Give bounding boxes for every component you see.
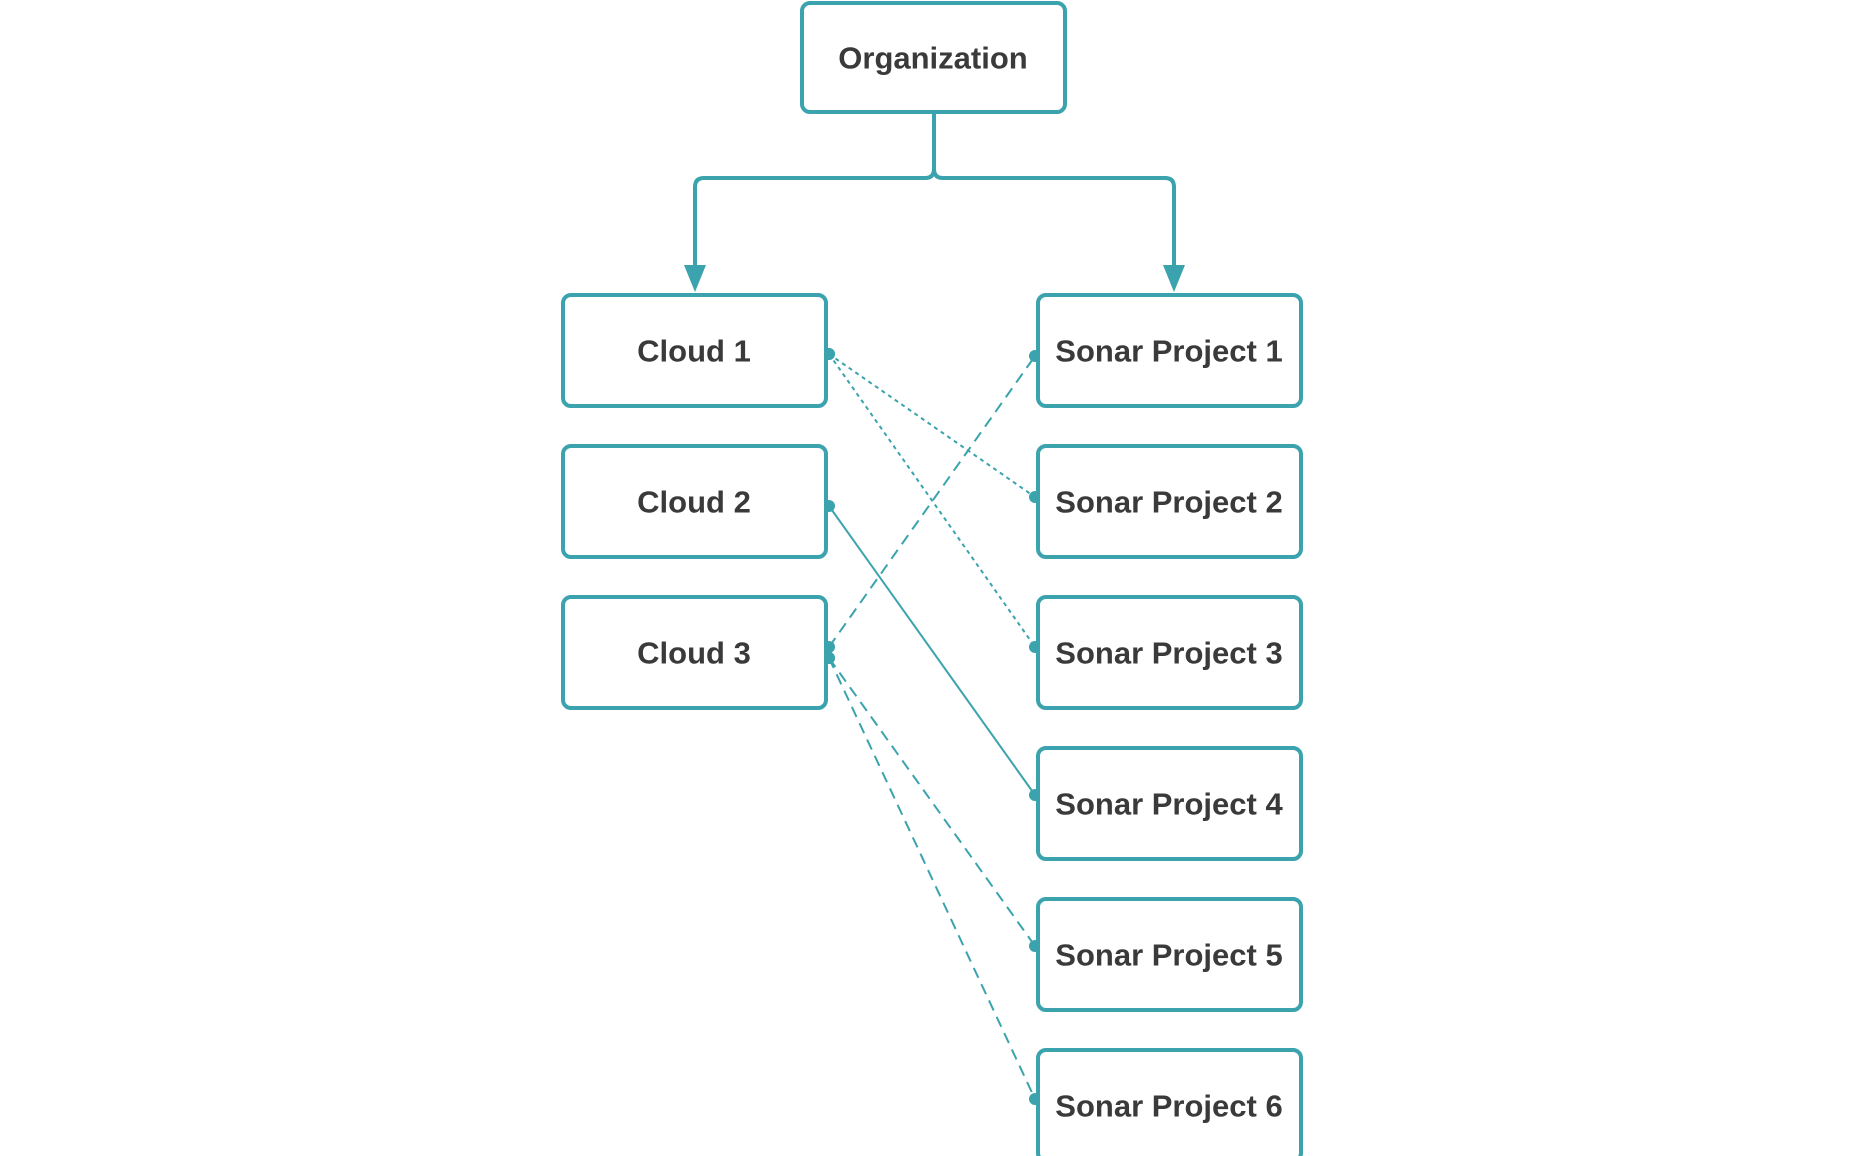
sonar-project-5-label: Sonar Project 5	[1055, 938, 1282, 973]
hierarchy-connectors	[684, 114, 1185, 292]
arrowhead-sonar-project-1	[1163, 265, 1185, 292]
link-c3-to-p6	[828, 657, 1036, 1100]
sonar-project-6-label: Sonar Project 6	[1055, 1089, 1282, 1124]
link-c1-to-p3	[828, 353, 1036, 648]
cloud-2-box[interactable]: Cloud 2	[561, 444, 828, 559]
sonar-project-2-label: Sonar Project 2	[1055, 485, 1282, 520]
sonar-project-2-box[interactable]: Sonar Project 2	[1036, 444, 1303, 559]
sonar-project-3-label: Sonar Project 3	[1055, 636, 1282, 671]
link-c2-to-p4	[828, 505, 1036, 796]
cloud-3-box[interactable]: Cloud 3	[561, 595, 828, 710]
membership-links	[823, 348, 1041, 1105]
sonar-project-3-box[interactable]: Sonar Project 3	[1036, 595, 1303, 710]
sonar-project-4-box[interactable]: Sonar Project 4	[1036, 746, 1303, 861]
cloud-1-label: Cloud 1	[637, 334, 751, 369]
connector-organization-to-cloud-1	[693, 114, 936, 266]
cloud-3-label: Cloud 3	[637, 636, 751, 671]
sonar-project-6-box[interactable]: Sonar Project 6	[1036, 1048, 1303, 1156]
link-c1-to-p2	[828, 353, 1036, 498]
cloud-1-box[interactable]: Cloud 1	[561, 293, 828, 408]
sonar-project-1-label: Sonar Project 1	[1055, 334, 1282, 369]
link-c3-to-p5	[828, 657, 1036, 947]
sonar-project-5-box[interactable]: Sonar Project 5	[1036, 897, 1303, 1012]
organization-box[interactable]: Organization	[800, 1, 1067, 114]
organization-label: Organization	[838, 41, 1027, 76]
sonar-project-4-label: Sonar Project 4	[1055, 787, 1283, 822]
link-c3-to-p1	[828, 355, 1036, 648]
connector-organization-to-sonar-project-1	[932, 114, 1176, 266]
cloud-2-label: Cloud 2	[637, 485, 751, 520]
arrowhead-cloud-1	[684, 265, 706, 292]
sonar-project-1-box[interactable]: Sonar Project 1	[1036, 293, 1303, 408]
